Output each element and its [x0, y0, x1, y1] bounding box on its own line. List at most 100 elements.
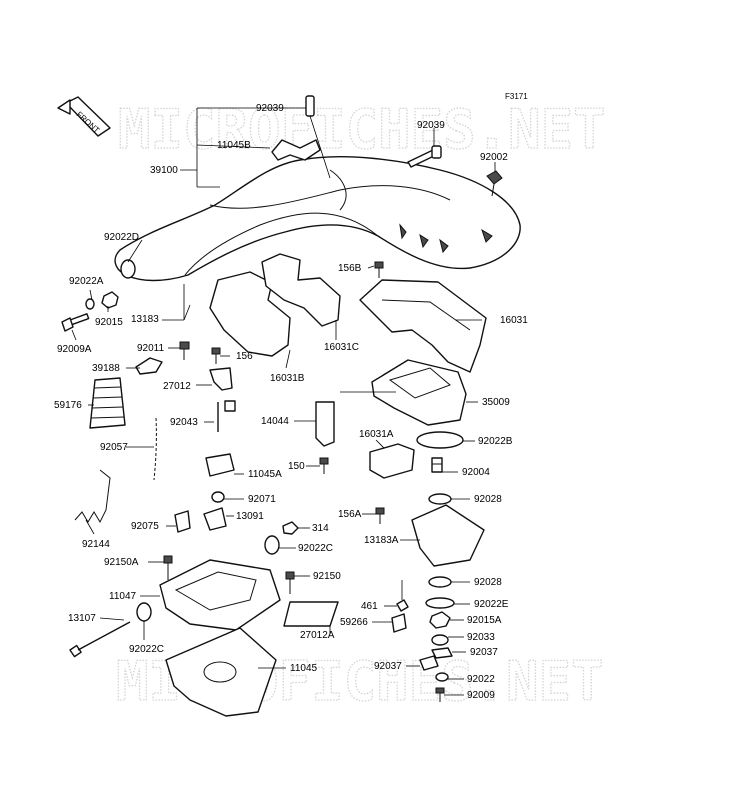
boot-59176-part	[89, 377, 126, 429]
screw-156b-part	[374, 261, 384, 278]
cable-92057-part	[153, 417, 157, 481]
front-arrow-icon: FRONT	[57, 96, 111, 137]
label-16031b: 16031B	[270, 373, 305, 384]
label-92033: 92033	[467, 632, 495, 643]
label-35009: 35009	[482, 397, 510, 408]
label-92002: 92002	[480, 152, 508, 163]
label-16031a: 16031A	[359, 429, 394, 440]
washer-92022a-part	[85, 298, 95, 310]
label-92011: 92011	[137, 343, 165, 354]
part-labels: 92039 11045B 39100 92039 92002 92022D 15…	[54, 103, 528, 701]
label-92022c: 92022C	[298, 543, 333, 554]
label-461: 461	[361, 601, 378, 612]
label-39100: 39100	[150, 165, 178, 176]
nut-314-part	[282, 521, 299, 535]
label-156b: 156B	[338, 263, 362, 274]
bracket-11045a-part	[205, 453, 235, 477]
label-14044: 14044	[261, 416, 289, 427]
plate-14044-part	[315, 401, 335, 447]
cover-16031-part	[359, 279, 487, 373]
pad-39188-part	[135, 357, 163, 375]
label-92009a: 92009A	[57, 344, 92, 355]
label-92022d: 92022D	[104, 232, 139, 243]
label-92057: 92057	[100, 442, 128, 453]
bolt-92009-part	[435, 687, 445, 702]
label-92037-right: 92037	[470, 647, 498, 658]
label-13091: 13091	[236, 511, 264, 522]
label-92022e: 92022E	[474, 599, 509, 610]
label-16031c: 16031C	[324, 342, 359, 353]
label-11045a: 11045A	[248, 469, 282, 480]
label-92043: 92043	[170, 417, 198, 428]
part-13091	[203, 507, 227, 531]
label-92028-lower: 92028	[474, 577, 502, 588]
label-11047: 11047	[109, 591, 137, 602]
cover-16031c-part	[261, 253, 341, 327]
leader-lines	[71, 107, 496, 696]
label-92022a: 92022A	[69, 276, 104, 287]
washer-92022c-part	[264, 535, 280, 555]
bolt-13107-part	[69, 621, 131, 658]
washer-92022-part	[435, 672, 449, 682]
grommet-92071-part	[211, 491, 225, 503]
clip-27012a-part	[283, 601, 339, 627]
bolt-92009a-part	[61, 313, 90, 332]
washer-92022b-part	[416, 431, 464, 449]
pin-92039-right-part	[407, 145, 442, 168]
label-13183a: 13183A	[364, 535, 399, 546]
label-11045b: 11045B	[217, 140, 251, 151]
label-92075: 92075	[131, 521, 159, 532]
label-150: 150	[288, 461, 305, 472]
washer-92022d-part	[120, 259, 136, 279]
label-92022: 92022	[467, 674, 495, 685]
part-92075	[174, 510, 191, 533]
label-16031: 16031	[500, 315, 528, 326]
spring-92144-part	[74, 469, 111, 524]
clamp-92037-left-part	[419, 655, 439, 671]
handle-pole-part	[114, 156, 521, 282]
clip-461-part	[396, 599, 409, 612]
label-156a: 156A	[338, 509, 362, 520]
pin-92039-top-part	[305, 95, 331, 179]
cover-16031a-part	[369, 443, 415, 479]
label-39188: 39188	[92, 363, 120, 374]
label-27012a: 27012A	[300, 630, 335, 641]
watermark-top: MICROFICHES.NET	[118, 98, 606, 161]
stud-92004-part	[431, 457, 443, 473]
plate-11045-part	[165, 627, 277, 717]
screw-156-part	[211, 347, 221, 364]
label-92071: 92071	[248, 494, 276, 505]
screw-156a-part	[375, 507, 385, 524]
label-314: 314	[312, 523, 329, 534]
label-13107: 13107	[68, 613, 96, 624]
spacer-92028-lower-part	[428, 576, 452, 588]
label-92039-right: 92039	[417, 120, 445, 131]
fitting-59266-part	[391, 613, 407, 633]
bolt-92150a-part	[163, 555, 173, 580]
label-92004: 92004	[462, 467, 490, 478]
bolt-92011-part	[179, 341, 190, 360]
label-92037-left: 92037	[374, 661, 402, 672]
label-59176: 59176	[54, 400, 82, 411]
label-92022b: 92022B	[478, 436, 513, 447]
plate-13183a-part	[411, 504, 485, 567]
holder-35009-part	[371, 359, 467, 426]
figure-code: F3171	[505, 92, 528, 101]
screw-150-part	[319, 457, 329, 474]
spacer-92028-part	[428, 493, 452, 505]
clamp-92037-right-part	[431, 647, 453, 659]
label-92144: 92144	[82, 539, 110, 550]
label-156: 156	[236, 351, 253, 362]
label-27012: 27012	[163, 381, 191, 392]
label-92150a: 92150A	[104, 557, 139, 568]
pin-92043-part	[217, 400, 236, 432]
label-92039-top: 92039	[256, 103, 284, 114]
bracket-11045b-part	[271, 139, 321, 161]
label-92022c-lower: 92022C	[129, 644, 164, 655]
nut-92015-part	[101, 291, 119, 309]
label-92028: 92028	[474, 494, 502, 505]
bolt-92150-part	[285, 571, 295, 594]
label-92009: 92009	[467, 690, 495, 701]
clip-27012-part	[209, 367, 233, 391]
